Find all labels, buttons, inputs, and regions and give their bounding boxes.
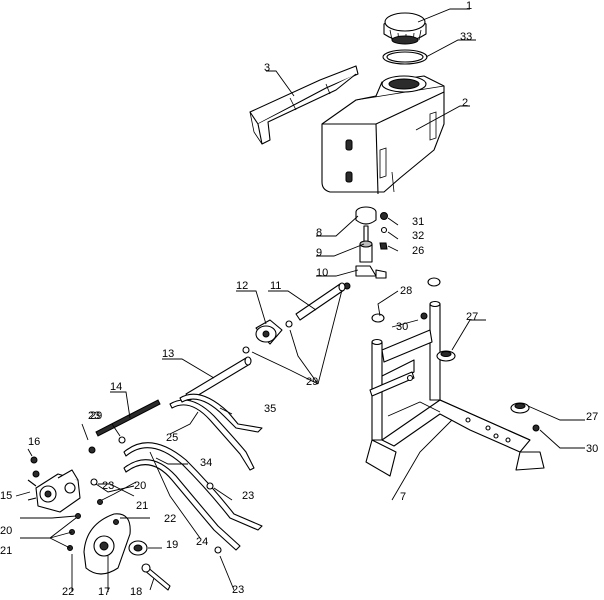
callout-10: 10 — [316, 267, 328, 279]
callout-22-left: 22 — [62, 586, 74, 598]
callout-23-top: 23 — [88, 410, 100, 422]
callout-12: 12 — [236, 280, 248, 292]
fuel-line-13 — [185, 356, 252, 401]
callout-32: 32 — [412, 230, 424, 242]
callout-26: 26 — [412, 245, 424, 257]
callout-27-lower: 27 — [586, 411, 598, 423]
callout-28: 28 — [400, 285, 412, 297]
callout-11: 11 — [270, 280, 281, 292]
tank-stand-frame — [365, 300, 545, 477]
callout-1: 1 — [466, 0, 472, 12]
callout-17: 17 — [98, 586, 110, 598]
callout-19: 19 — [166, 539, 178, 551]
fuel-valve-assembly — [343, 206, 387, 290]
callout-33: 33 — [460, 31, 472, 43]
callout-23-right: 23 — [242, 490, 254, 502]
callout-9: 9 — [316, 247, 322, 259]
hoses — [123, 393, 263, 551]
rubber-grommets — [371, 277, 530, 414]
callout-16: 16 — [28, 436, 40, 448]
heat-shield — [249, 65, 359, 145]
callout-31: 31 — [412, 216, 424, 228]
callout-3: 3 — [264, 62, 270, 74]
callout-29-center: 29 — [306, 376, 318, 388]
callout-20-lower: 20 — [0, 525, 12, 537]
fuel-tank — [321, 75, 445, 195]
throttle-rod — [95, 399, 161, 437]
callout-34: 34 — [200, 457, 212, 469]
callout-18: 18 — [130, 586, 142, 598]
callout-25: 25 — [166, 432, 178, 444]
callout-13: 13 — [162, 348, 174, 360]
drive-gear — [128, 540, 148, 556]
fuel-line-11 — [295, 282, 346, 321]
callout-30-upper: 30 — [396, 321, 408, 333]
callout-15: 15 — [0, 490, 12, 502]
callout-14: 14 — [110, 381, 122, 393]
callout-35: 35 — [264, 403, 276, 415]
callout-21-upper: 21 — [136, 500, 148, 512]
o-ring-seal — [382, 49, 428, 65]
fuel-pump — [27, 456, 81, 513]
callout-7: 7 — [400, 491, 406, 503]
pump-bolt — [141, 563, 171, 591]
callout-21-lower: 21 — [0, 545, 12, 557]
callout-29-left: 29 — [90, 410, 102, 422]
mounting-bolts — [420, 312, 540, 432]
fuel-cap — [383, 12, 427, 45]
callout-20-upper: 20 — [134, 480, 146, 492]
callout-22-right: 22 — [164, 513, 176, 525]
callout-24: 24 — [196, 536, 208, 548]
pump-cover — [83, 513, 131, 575]
leader-lines — [15, 8, 585, 592]
callout-2: 2 — [462, 97, 468, 109]
callout-30-lower: 30 — [586, 443, 598, 455]
fuel-filter — [242, 319, 293, 354]
callout-8: 8 — [316, 227, 322, 239]
callout-23-bottom: 23 — [232, 584, 244, 596]
callout-27-upper: 27 — [466, 311, 478, 323]
callout-23-middle: 23 — [102, 480, 114, 492]
tank-hardware — [379, 212, 388, 250]
